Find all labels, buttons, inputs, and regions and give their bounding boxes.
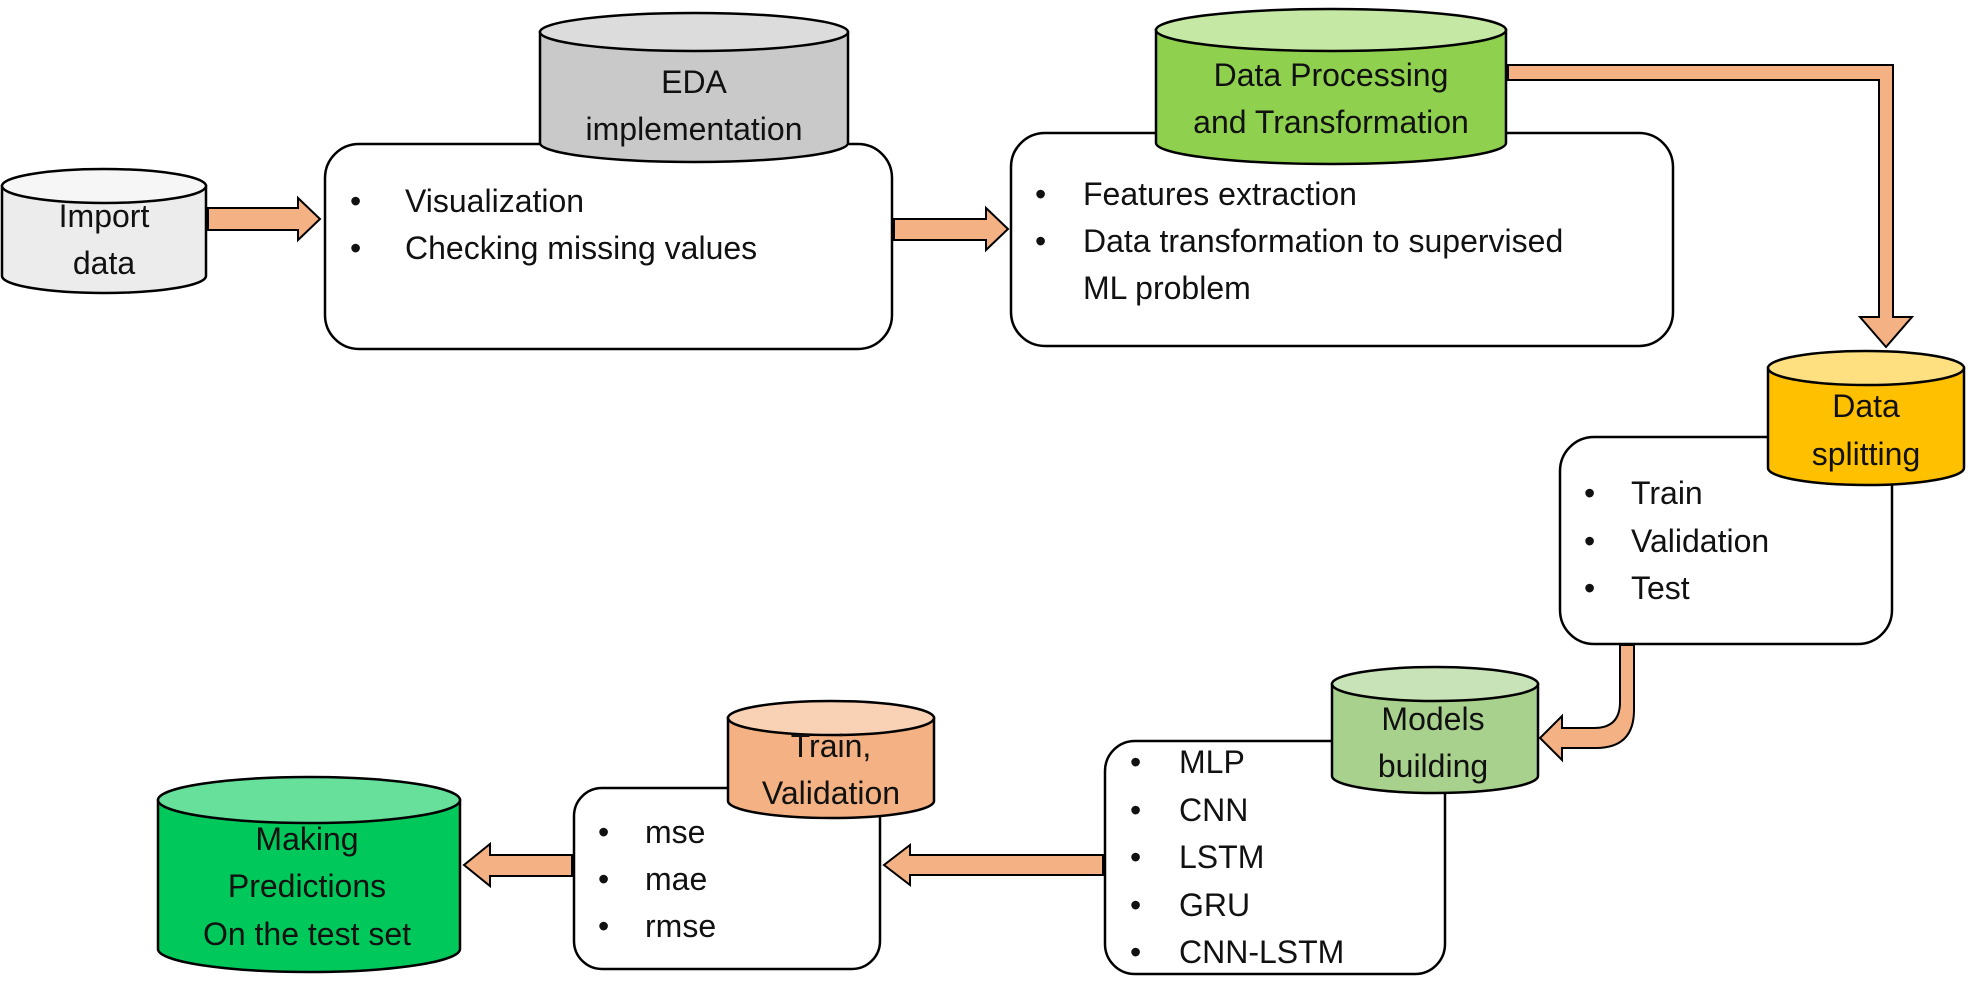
import-label-line-1: Import [59,198,150,234]
models-label-line-2: building [1378,748,1488,784]
eda-bullet-2: Checking missing values [405,230,757,266]
predictions-cylinder [156,775,462,974]
splitting-bullet-2: Validation [1631,523,1769,559]
bullet-marker: • [1584,475,1595,511]
bullet-marker: • [598,861,609,897]
splitting-box [1558,435,1894,646]
splitting-cylinder-top [1766,349,1966,387]
bullet-marker: • [1584,570,1595,606]
arrow-eda-to-processing [893,205,1010,253]
models-label-line-1: Models [1381,701,1484,737]
processing-cylinder-top [1154,7,1508,53]
arrow-train-to-predictions [462,841,573,889]
bullet-marker: • [1130,744,1141,780]
processing-bullet-1: Features extraction [1083,176,1357,212]
bullet-marker: • [1130,839,1141,875]
models-bullet-5: CNN-LSTM [1179,934,1344,970]
models-cylinder [1330,665,1540,795]
import-cylinder-top [0,167,208,205]
processing-label-line-1: Data Processing [1214,57,1449,93]
splitting-cylinder-body [1766,366,1966,487]
bullet-marker: • [1130,887,1141,923]
bullet-marker: • [1035,223,1046,259]
models-bullet-2: CNN [1179,792,1248,828]
models-box [1103,739,1447,976]
predictions-cylinder-top [156,775,462,825]
eda-cylinder-top [538,11,850,53]
splitting-cylinder [1766,349,1966,487]
train-bullet-1: mse [645,814,705,850]
eda-label-line-1: EDA [661,64,727,100]
models-bullet-4: GRU [1179,887,1250,923]
models-cylinder-top [1330,665,1540,703]
bullet-marker: • [1035,176,1046,212]
models-cylinder-body [1330,682,1540,795]
eda-label-line-2: implementation [586,111,803,147]
splitting-bullet-1: Train [1631,475,1703,511]
predictions-label-line-3: On the test set [203,916,411,952]
train-cylinder-body [726,716,936,820]
train-label-line-2: Validation [762,775,900,811]
import-label-line-2: data [73,245,135,281]
predictions-cylinder-body [156,798,462,974]
bullet-marker: • [350,183,361,219]
bullet-marker: • [350,230,361,266]
eda-cylinder-body [538,30,850,164]
splitting-label-line-1: Data [1832,388,1900,424]
splitting-bullet-3: Test [1631,570,1690,606]
bullet-marker: • [598,908,609,944]
eda-cylinder [538,11,850,164]
bullet-marker: • [598,814,609,850]
processing-bullet-2-cont: ML problem [1083,270,1251,306]
train-cylinder [726,699,936,820]
processing-cylinder [1154,7,1508,166]
train-bullet-3: rmse [645,908,716,944]
predictions-label-line-2: Predictions [228,868,386,904]
processing-bullet-2: Data transformation to supervised [1083,223,1563,259]
import-cylinder [0,167,208,295]
arrow-import-to-eda [207,195,322,243]
train-bullet-2: mae [645,861,707,897]
models-bullet-3: LSTM [1179,839,1264,875]
processing-label-line-2: and Transformation [1193,104,1469,140]
import-cylinder-body [0,184,208,295]
bullet-marker: • [1130,792,1141,828]
processing-cylinder-body [1154,28,1508,166]
arrow-models-to-train [882,842,1104,888]
eda-bullet-1: Visualization [405,183,584,219]
models-bullet-1: MLP [1179,744,1245,780]
arrow-processing-to-splitting [1507,64,1915,349]
train-cylinder-top [726,699,936,737]
bullet-marker: • [1130,934,1141,970]
bullet-marker: • [1584,523,1595,559]
predictions-label-line-1: Making [255,821,358,857]
splitting-label-line-2: splitting [1812,436,1921,472]
arrow-splitting-to-models [1538,644,1635,763]
train-label-line-1: Train, [791,728,872,764]
